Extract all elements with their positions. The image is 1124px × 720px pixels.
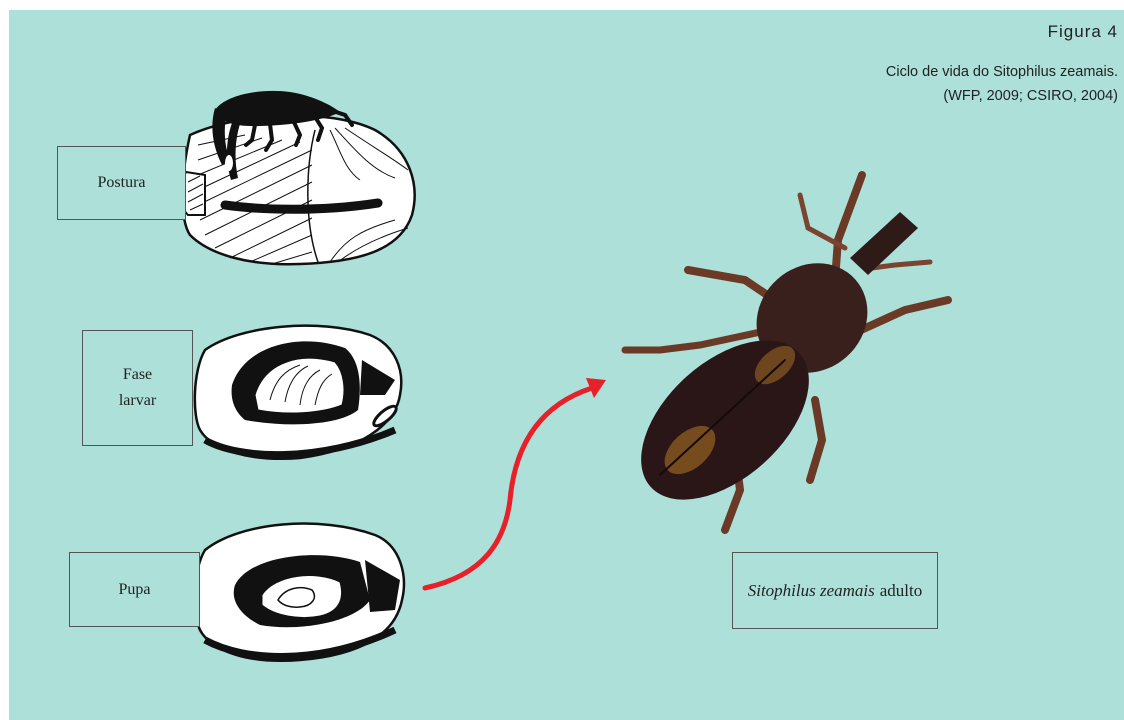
stage-label-pupa: Pupa	[69, 552, 200, 627]
stage-label-pupa-text: Pupa	[119, 577, 151, 603]
stage-label-larva-line1: Fase	[123, 362, 152, 388]
postura-grain-drawing	[180, 91, 414, 264]
figure-caption: Ciclo de vida do Sitophilus zeamais.	[886, 64, 1118, 80]
pupa-grain-drawing	[195, 524, 404, 661]
stage-label-postura-text: Postura	[98, 170, 146, 196]
stage-label-postura: Postura	[57, 146, 186, 220]
larva-grain-drawing	[195, 326, 401, 459]
adult-weevil-image	[612, 175, 948, 530]
adult-suffix: adulto	[880, 581, 923, 601]
stage-label-larva-line2: larvar	[119, 388, 156, 414]
figure-sources: (WFP, 2009; CSIRO, 2004)	[943, 88, 1118, 104]
species-name: Sitophilus zeamais	[748, 581, 875, 601]
development-arrow	[425, 378, 606, 588]
figure-number: Figura 4	[1048, 22, 1118, 42]
stage-label-larva: Fase larvar	[82, 330, 193, 446]
